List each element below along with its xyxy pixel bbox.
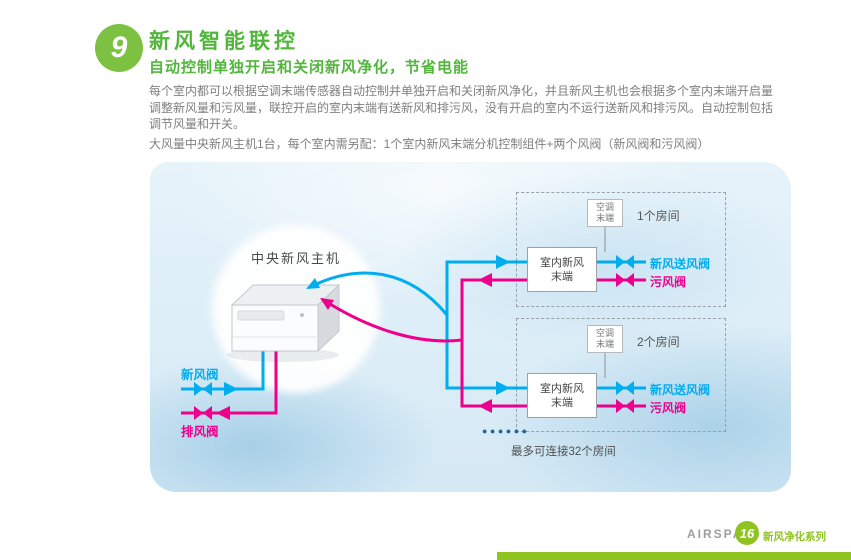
exhaust-valve-label: 排风阀 bbox=[181, 425, 219, 439]
room1-dirty-valve-label: 污风阀 bbox=[650, 275, 687, 289]
room2-indoor-unit-box: 室内新风末端 bbox=[527, 373, 597, 418]
fresh-air-valve-icon bbox=[194, 382, 212, 396]
section-number-badge: 9 bbox=[95, 24, 143, 72]
paragraph-1: 每个室内都可以根据空调末端传感器自动控制并单独开启和关闭新风净化，并且新风主机也… bbox=[149, 84, 774, 131]
arrow-into-room1-icon bbox=[496, 255, 510, 269]
room1-supply-valve-icon bbox=[616, 255, 634, 269]
arrow-fresh-intake-icon bbox=[224, 382, 238, 396]
arrow-out-room2-icon bbox=[478, 399, 492, 413]
arrow-into-room2-icon bbox=[496, 381, 510, 395]
page-subtitle: 自动控制单独开启和关闭新风净化，节省电能 bbox=[149, 59, 470, 76]
room2-ac-terminal-box: 空调末端 bbox=[587, 325, 623, 353]
footer-bar bbox=[497, 552, 851, 560]
body-copy: 每个室内都可以根据空调末端传感器自动控制并单独开启和关闭新风净化，并且新风主机也… bbox=[149, 83, 773, 155]
room2-dirty-valve-icon bbox=[616, 399, 634, 413]
brand-name: AIRSPA bbox=[687, 527, 744, 541]
room1-dirty-valve-icon bbox=[616, 273, 634, 287]
page-title: 新风智能联控 bbox=[149, 30, 299, 53]
room2-supply-valve-icon bbox=[616, 381, 634, 395]
room1-count-label: 1个房间 bbox=[637, 209, 680, 223]
page-number-badge: 16 bbox=[735, 521, 759, 545]
section-number: 9 bbox=[110, 31, 128, 64]
fresh-air-supply-network bbox=[194, 255, 646, 396]
host-label: 中央新风主机 bbox=[250, 251, 341, 266]
arrow-into-host-icon bbox=[306, 278, 320, 289]
more-rooms-dots: ●●●●●● bbox=[482, 426, 530, 436]
fresh-air-valve-label: 新风阀 bbox=[181, 368, 219, 382]
paragraph-2: 大风量中央新风主机1台，每个室内需另配：1个室内新风末端分机控制组件+两个风阀（… bbox=[149, 136, 710, 151]
dirty-air-return-network bbox=[194, 273, 646, 420]
room1-ac-terminal-box: 空调末端 bbox=[587, 199, 623, 227]
arrow-return-into-host-icon bbox=[320, 298, 334, 310]
room1-indoor-unit-box: 室内新风末端 bbox=[527, 247, 597, 292]
exhaust-valve-icon bbox=[194, 406, 212, 420]
arrow-exhaust-out-icon bbox=[216, 406, 230, 420]
room2-dirty-valve-label: 污风阀 bbox=[650, 401, 687, 415]
exhaust-air-line bbox=[181, 349, 278, 415]
arrow-out-room1-icon bbox=[478, 273, 492, 287]
series-name: 新风净化系列 bbox=[763, 531, 826, 543]
room-2-boundary bbox=[516, 318, 726, 432]
max-rooms-note: 最多可连接32个房间 bbox=[511, 446, 616, 458]
room2-supply-valve-label: 新风送风阀 bbox=[650, 383, 711, 397]
page-number: 16 bbox=[739, 525, 755, 541]
room2-count-label: 2个房间 bbox=[637, 335, 680, 349]
room-1-boundary bbox=[516, 192, 726, 307]
room1-supply-valve-label: 新风送风阀 bbox=[650, 257, 711, 271]
central-host-unit bbox=[230, 283, 341, 353]
